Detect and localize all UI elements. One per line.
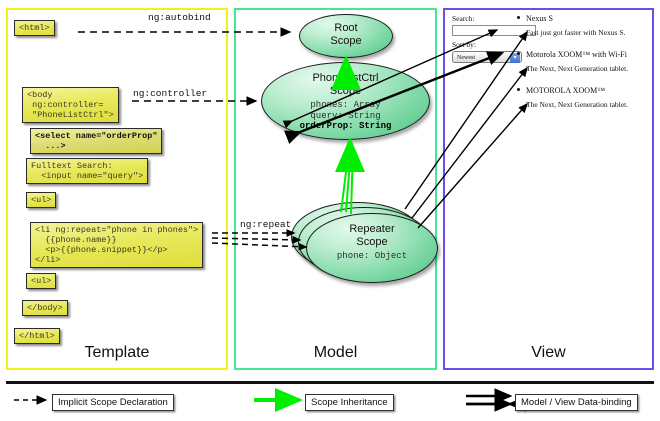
code-box-li-repeat: <li ng:repeat="phone in phones"> {{phone… [30,222,204,268]
legend-model-view-data-binding: Model / View Data-binding [515,394,638,411]
phone-snippet: The Next, Next Generation tablet. [526,64,629,73]
legend-divider [6,381,654,384]
list-item: MOTOROLA XOOM™ The Next, Next Generation… [517,86,629,109]
scope-phonelistctrl: PhoneListCtrl Scope phones: Array query:… [261,62,430,140]
panel-view-label: View [531,344,566,361]
panel-template-label: Template [84,344,150,361]
scope-root-title: Root Scope [330,22,362,47]
scope-repeater: Repeater Scope phone: Object [306,213,438,283]
search-input[interactable] [452,25,536,36]
code-box-fulltext: Fulltext Search: <input name="query"> [26,158,149,184]
view-content: Search: Sort by: Newest ▾ Nexus S Fast j… [450,14,648,124]
code-box-body-close: </body> [22,300,68,316]
scope-root: Root Scope [299,14,393,58]
code-box-body-open: <body ng:controller= "PhoneListCtrl"> [22,87,119,123]
phone-snippet: The Next, Next Generation tablet. [526,100,629,109]
code-box-select: <select name="orderProp" ...> [30,128,163,154]
phone-snippet: Fast just got faster with Nexus S. [526,28,626,37]
list-item: Nexus S Fast just got faster with Nexus … [517,14,626,37]
code-box-ul-open: <ul> [26,192,57,208]
bullet-icon [517,88,520,91]
scope-prop-phones: phones: Array [310,100,381,110]
sort-by-label: Sort by: [452,40,476,49]
scope-prop-phone: phone: Object [336,251,408,261]
scope-repeater-title: Repeater Scope [349,223,395,248]
legend-scope-inheritance: Scope Inheritance [305,394,394,411]
edge-label-controller: ng:controller [133,88,208,99]
search-label: Search: [452,14,475,23]
edge-label-repeat: ng:repeat [240,219,292,230]
scope-phonelistctrl-props: phones: Array query: String orderProp: S… [262,100,429,132]
edge-label-autobind: ng:autobind [148,12,211,23]
sort-by-select[interactable]: Newest ▾ [452,51,522,63]
code-box-html-close: </html> [14,328,60,344]
phone-name: Motorola XOOM™ with Wi-Fi [526,50,627,59]
legend-arrow-binding [466,388,526,412]
scope-prop-orderprop: orderProp: String [299,121,392,131]
panel-model-label: Model [313,344,358,361]
phone-name: Nexus S [526,14,553,23]
scope-phonelistctrl-title: PhoneListCtrl Scope [312,72,379,97]
bullet-icon [517,16,520,19]
code-box-html-open: <html> [14,20,55,36]
list-item: Motorola XOOM™ with Wi-Fi The Next, Next… [517,50,629,73]
phone-name: MOTOROLA XOOM™ [526,86,606,95]
sort-by-value: Newest [457,55,475,61]
code-box-ul-close: <ul> [26,273,57,289]
bullet-icon [517,52,520,55]
scope-repeater-props: phone: Object [307,251,437,262]
scope-prop-query: query: String [310,110,381,121]
legend-implicit-scope-declaration: Implicit Scope Declaration [52,394,174,411]
